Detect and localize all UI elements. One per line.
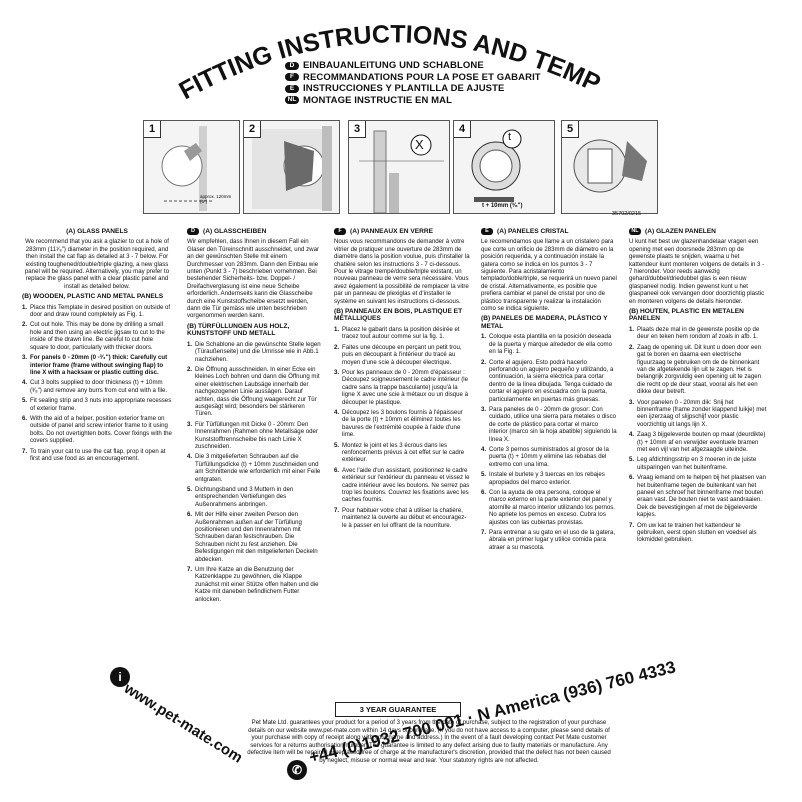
list-item: 6.With the aid of a helper, position ext… <box>22 414 172 445</box>
phone-icon: ✆ <box>287 760 307 780</box>
step-illustrations: 1 approx. 120mm (5") 2 3 X 4 <box>143 120 663 216</box>
de-heading-a: D(A) GLASSCHEIBEN <box>187 228 323 236</box>
main-title: FITTING INSTRUCTIONS AND TEMPLATE <box>150 0 605 105</box>
fr-heading-b: (B) PANNEAUX EN BOIS, PLASTIQUE ET MÉTAL… <box>334 308 463 323</box>
guarantee-text: Pet Mate Ltd. guarantees your product fo… <box>247 719 611 764</box>
step-5-illustration: 5 <box>561 120 658 214</box>
product-code: 35702/0215 <box>612 211 642 217</box>
fr-heading-a: F(A) PANNEAUX EN VERRE <box>334 228 470 236</box>
nl-para-a: U kunt het best uw glazenhandelaar vrage… <box>629 238 765 305</box>
column-english: (A) GLASS PANELS We recommend that you a… <box>22 228 172 465</box>
list-item: 6.Con la ayuda de otra persona, coloque … <box>481 489 615 526</box>
list-item: 4.Corte 3 pernos suministrados al grosor… <box>481 445 609 468</box>
jigsaw-drawing <box>252 126 332 211</box>
approx-label: approx. 120mm (5") <box>200 194 232 204</box>
list-item: 7.To train your cat to use the cat flap,… <box>22 447 166 462</box>
list-item: 5.Instale el burlete y 3 tuercas en los … <box>481 471 605 486</box>
website-url[interactable]: www.pet-mate.com <box>120 680 246 767</box>
list-item: 3.For panels 0 - 20mm (0 -³⁄₄") thick: C… <box>22 354 168 376</box>
list-item: 5.Leg afdichtingsstrip en 3 moeren in de… <box>629 456 757 471</box>
list-item: 4.Zaag 3 bijgeleverde bouten op maat (de… <box>629 431 766 453</box>
list-item: 1.Placez le gabarit dans la position dés… <box>334 325 460 341</box>
list-item: 7.Pour habituer votre chat à utiliser la… <box>334 506 467 529</box>
list-item: 3.Für Türfüllungen mit Dicke 0 - 20mm: D… <box>187 420 318 450</box>
list-item: 4.Cut 3 bolts supplied to door thickness… <box>22 379 168 394</box>
line-x-label: X <box>415 137 424 152</box>
info-icon: i <box>110 667 130 687</box>
guarantee-banner: 3 YEAR GUARANTEE <box>335 702 461 717</box>
bolt-length-label: t + 10mm (³⁄₈") <box>482 203 523 209</box>
list-item: 2.Zaag de opening uit. Dit kunt u doen d… <box>629 343 761 396</box>
thickness-label: t <box>508 131 512 143</box>
list-item: 3.Voor panelen 0 - 20mm dik: Snij het bi… <box>629 398 767 428</box>
es-heading-a: E(A) PANELES CRISTAL <box>481 228 617 236</box>
de-heading-b: (B) TÜRFÜLLUNGEN AUS HOLZ, KUNSTSTOFF UN… <box>187 322 290 338</box>
step-3-illustration: 3 X <box>348 120 450 214</box>
en-heading-a: (A) GLASS PANELS <box>66 228 128 235</box>
list-item: 4.Die 3 mitgelieferten Schrauben auf die… <box>187 453 321 483</box>
de-para-a: Wir empfehlen, dass Ihnen in diesem Fall… <box>187 238 319 320</box>
list-item: 5.Dichtungsband und 3 Muttern in den ent… <box>187 486 294 508</box>
list-item: 7.Om uw kat te trainen het kattendeur te… <box>629 521 757 544</box>
list-item: 2.Cut out hole. This may be done by dril… <box>22 321 165 351</box>
column-french: F(A) PANNEAUX EN VERRE Nous vous recomma… <box>334 228 470 532</box>
column-dutch: NL(A) GLAZEN PANELEN U kunt het best uw … <box>629 228 769 547</box>
install-flap-drawing <box>573 139 647 193</box>
step-1-illustration: 1 approx. 120mm (5") <box>143 120 240 214</box>
door-template-drawing <box>161 126 214 211</box>
step-4-illustration: 4 t t + 10mm (³⁄₈") <box>453 120 555 214</box>
en-heading-b: (B) WOODEN, PLASTIC AND METAL PANELS <box>22 293 164 301</box>
list-item: 5.Fit sealing strip and 3 nuts into appr… <box>22 397 172 412</box>
list-item: 4.Découpez les 3 boulons fournis à l'épa… <box>334 408 463 439</box>
column-german: D(A) GLASSCHEIBEN Wir empfehlen, dass Ih… <box>187 228 323 606</box>
list-item: 7.Um Ihre Katze an die Benutzung der Kat… <box>187 566 319 603</box>
es-para-a: Le recomendamos que llame a un cristaler… <box>481 238 617 313</box>
list-item: 1.Coloque esta plantilla en la posición … <box>481 333 612 356</box>
list-item: 3.Pour les panneaux de 0 - 20mm d'épaiss… <box>334 368 469 406</box>
es-heading-b: (B) PANELES DE MADERA, PLÁSTICO Y METAL <box>481 315 608 330</box>
list-item: 6.Vraag iemand om te helpen bij het plaa… <box>629 474 766 519</box>
column-spanish: E(A) PANELES CRISTAL Le recomendamos que… <box>481 228 617 554</box>
nl-heading-a: NL(A) GLAZEN PANELEN <box>629 228 769 236</box>
bolt-cut-drawing <box>471 129 522 202</box>
list-item: 6.Avec l'aide d'un assistant, positionne… <box>334 466 470 504</box>
list-item: 7.Para entrenar a su gato en el uso de l… <box>481 529 616 551</box>
list-item: 5.Montez le joint et les 3 écrous dans l… <box>334 441 465 464</box>
step-2-illustration: 2 <box>243 120 340 214</box>
list-item: 2.Faites une découpe en perçant un petit… <box>334 343 462 366</box>
en-para-a: We recommend that you ask a glazier to c… <box>24 238 170 290</box>
list-item: 1.Place this Template in desired positio… <box>22 303 171 319</box>
list-item: 2.Die Öffnung ausschneiden. In einer Eck… <box>187 365 320 418</box>
list-item: 1.Die Schablone an die gewünschte Stelle… <box>187 340 321 363</box>
list-item: 6.Mit der Hilfe einer zweiten Person den… <box>187 511 318 563</box>
list-item: 1.Plaats deze mal in de gewenste positie… <box>629 325 760 341</box>
list-item: 3.Para paneles de 0 - 20mm de grosor: Co… <box>481 405 617 443</box>
nl-heading-b: (B) HOUTEN, PLASTIC EN METALEN PANELEN <box>629 308 744 323</box>
list-item: 2.Corte el agujero. Esto podrá hacerlo p… <box>481 358 614 403</box>
fr-para-a: Nous vous recommandons de demander à vot… <box>334 238 470 305</box>
frame-cut-drawing <box>359 130 444 213</box>
